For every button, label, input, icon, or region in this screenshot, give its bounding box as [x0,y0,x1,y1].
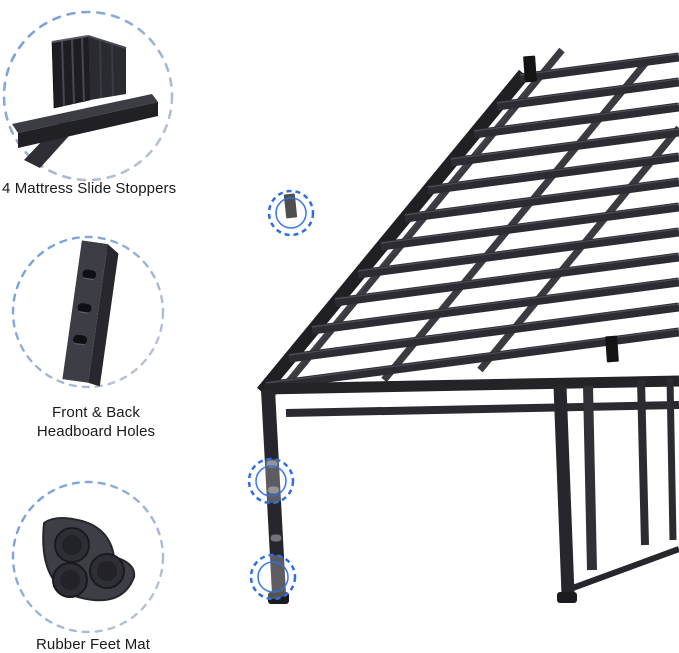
rear-right-legs [568,377,679,592]
mattress-slats [265,52,679,391]
label-headboard-holes-line1: Front & Back [52,404,140,421]
label-headboard-holes-line2: Headboard Holes [36,422,156,440]
highlight-ring-rubber-foot [249,553,297,601]
rubber-feet-mat [42,517,136,602]
callout-ring [11,235,165,389]
front-frame-rails [263,375,679,417]
front-right-legs [553,385,597,603]
label-rubber-feet: Rubber Feet Mat [35,636,151,653]
slide-stopper-detail-illustration [2,10,174,182]
callout-ring [2,10,174,182]
headboard-holes-detail-illustration [11,235,165,389]
label-slide-stoppers: 4 Mattress Slide Stoppers [2,180,177,197]
highlight-ring-headboard-holes [247,457,295,505]
rubber-feet-detail-illustration [11,480,165,634]
label-headboard-holes: Front & Back Headboard Holes [14,404,178,442]
slide-stopper-tabs [283,55,619,363]
highlight-ring-slide-stopper [267,189,315,237]
leg-post [62,240,119,387]
callout-ring [11,480,165,634]
